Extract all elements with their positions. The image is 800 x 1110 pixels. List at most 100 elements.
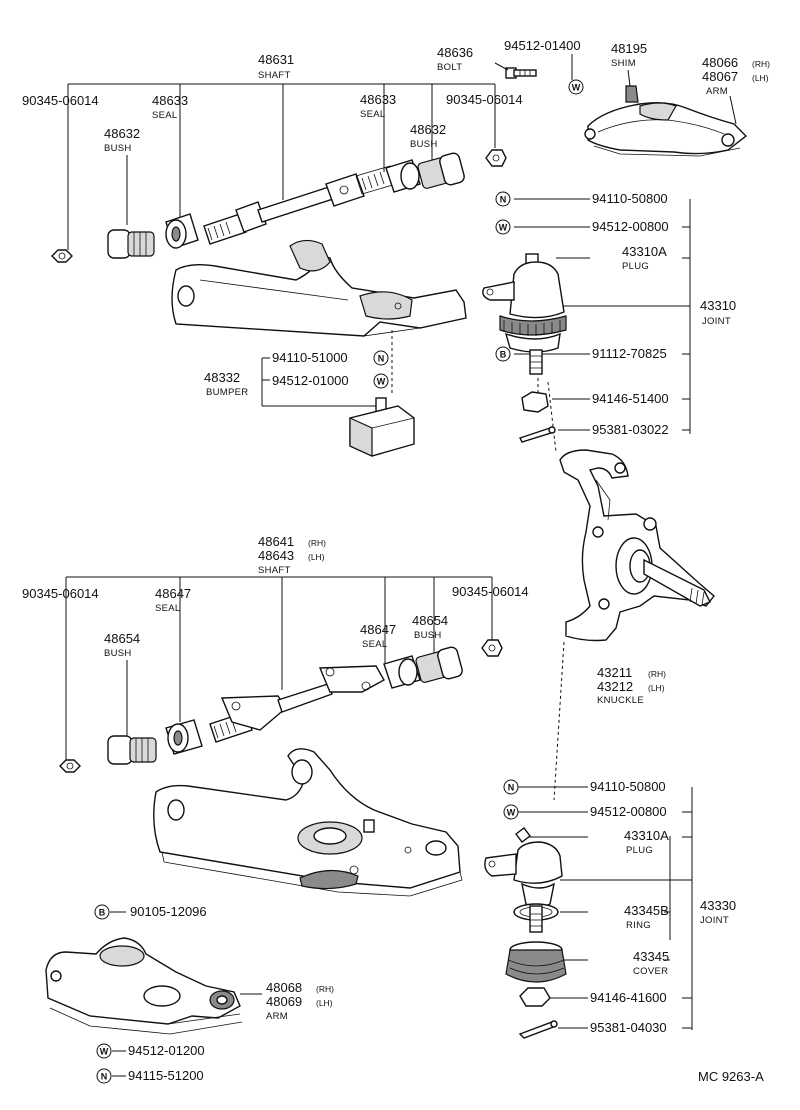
label-lower-arm-name: ARM [266,1011,288,1022]
lower-cotter-pin [518,1020,558,1039]
label-knuckle-rh: 43211 [597,665,632,680]
badge-w-lower-joint: W [503,804,519,820]
label-lower-seal-left-number: 48647 [155,586,191,601]
lower-nut-left [59,759,81,773]
label-lower-bush-right-name: BUSH [414,630,442,641]
label-shim-number: 48195 [611,41,647,56]
svg-text:W: W [100,1047,109,1057]
badge-w-lower-arm: W [96,1043,112,1059]
svg-text:N: N [508,783,515,793]
label-upper-bush-left-name: BUSH [104,143,132,154]
svg-text:W: W [377,377,386,387]
label-upper-joint-bolt: 91112-70825 [592,346,667,361]
label-lower-arm-nut: 94115-51200 [128,1068,204,1083]
svg-text:W: W [572,83,581,93]
badge-w-bumper: W [373,373,389,389]
upper-bush-right [417,152,465,189]
label-knuckle-lh-suffix: (LH) [648,683,665,693]
label-upper-seal-right-number: 48633 [360,92,396,107]
label-shaft-number: 48631 [258,52,294,67]
label-shim-name: SHIM [611,58,636,69]
knuckle [559,449,715,642]
lower-bush-right [415,646,463,683]
upper-nut-right [485,149,507,167]
label-upper-arm-rh: 48066 [702,55,738,70]
svg-text:N: N [378,354,385,364]
lower-nut-right [481,639,503,657]
label-bolt-name: BOLT [437,62,462,73]
upper-arm-leaders [67,83,496,250]
label-upper-arm-rh-suffix: (RH) [752,59,770,69]
label-upper-cotter-pin: 95381-03022 [592,422,669,437]
badge-w-upper-joint: W [495,219,511,235]
lower-cover [505,941,567,983]
upper-bush-left [107,229,155,259]
label-lower-bush-left-name: BUSH [104,648,132,659]
label-upper-plug-number: 43310A [622,244,667,259]
label-knuckle-rh-suffix: (RH) [648,669,666,679]
label-upper-seal-right-name: SEAL [360,109,386,120]
upper-arm-lower-body [171,239,467,337]
bumper-leaders [261,330,393,407]
label-upper-seal-left-name: SEAL [152,110,178,121]
diagram-code: MC 9263-A [698,1069,764,1084]
upper-seal-right [385,159,421,193]
upper-castle-nut [521,391,549,413]
lower-castle-nut [519,987,551,1007]
lower-ball-joint [484,827,563,933]
label-upper-seal-left-number: 48633 [152,93,188,108]
svg-text:W: W [507,808,516,818]
upper-joint-leaders [514,198,691,453]
lower-seal-left [165,719,203,755]
svg-text:B: B [500,350,507,360]
badge-n-upper-joint: N [495,191,511,207]
label-lower-shaft-name: SHAFT [258,565,291,576]
label-arm-washer: 94512-01400 [504,38,581,53]
label-upper-plug-name: PLUG [622,261,649,272]
label-lower-arm-lh-suffix: (LH) [316,998,333,1008]
svg-text:N: N [500,195,507,205]
label-bumper-name: BUMPER [206,387,248,398]
label-lower-plug-number: 43310A [624,828,669,843]
label-upper-bush-right-number: 48632 [410,122,446,137]
badge-n-lower-arm: N [96,1068,112,1084]
label-lower-seal-left-name: SEAL [155,603,181,614]
label-lower-arm-bolt: 90105-12096 [130,904,207,919]
label-upper-nut-left: 90345-06014 [22,93,99,108]
label-lower-arm-rh: 48068 [266,980,302,995]
label-lower-arm-lh: 48069 [266,994,302,1009]
upper-arm-top [584,101,748,157]
badge-w-arm-washer: W [568,79,584,95]
label-cover-number: 43345 [633,949,669,964]
label-lower-nut-right: 90345-06014 [452,584,529,599]
label-lower-shaft-lh: 48643 [258,548,294,563]
svg-text:B: B [99,908,106,918]
label-bumper-number: 48332 [204,370,240,385]
label-lower-plug-name: PLUG [626,845,653,856]
svg-text:W: W [499,223,508,233]
label-upper-nut-right: 90345-06014 [446,92,523,107]
label-lower-joint-number: 43330 [700,898,736,913]
label-upper-bush-right-name: BUSH [410,139,438,150]
badge-b-lower-arm: B [94,904,110,920]
lower-shaft [209,665,385,743]
lower-joint-leaders [518,786,693,1030]
label-lower-arm-rh-suffix: (RH) [316,984,334,994]
label-upper-joint-washer: 94512-00800 [592,219,669,234]
label-upper-joint-name: JOINT [702,316,731,327]
label-lower-nut-left: 90345-06014 [22,586,99,601]
badge-n-bumper: N [373,350,389,366]
label-upper-joint-nut: 94110-50800 [592,191,668,206]
label-cover-name: COVER [633,966,668,977]
label-ring-name: RING [626,920,651,931]
lower-bush-left [107,735,157,765]
lower-seal-right [383,655,421,689]
lower-arm-body [153,748,463,897]
badge-b-upper-joint: B [495,346,511,362]
upper-nut-left [51,249,73,263]
label-knuckle-name: KNUCKLE [597,695,644,706]
label-lower-seal-right-name: SEAL [362,639,388,650]
upper-shaft [203,165,397,245]
label-lower-seal-right-number: 48647 [360,622,396,637]
